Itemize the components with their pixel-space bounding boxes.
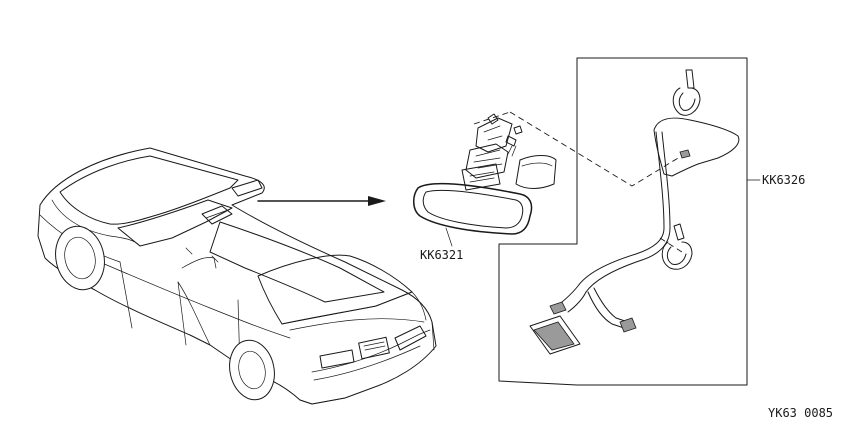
figure-code-label: YK63 0085 xyxy=(768,406,833,420)
sedan-car-icon xyxy=(37,147,437,405)
arrow-right-icon xyxy=(257,196,386,206)
mirror-part-label: KK6321 xyxy=(420,248,463,262)
rearview-mirror-icon xyxy=(413,113,557,247)
harness-part-label: KK6326 xyxy=(762,173,805,187)
wire-harness-icon xyxy=(529,69,740,355)
harness-box xyxy=(498,57,761,386)
